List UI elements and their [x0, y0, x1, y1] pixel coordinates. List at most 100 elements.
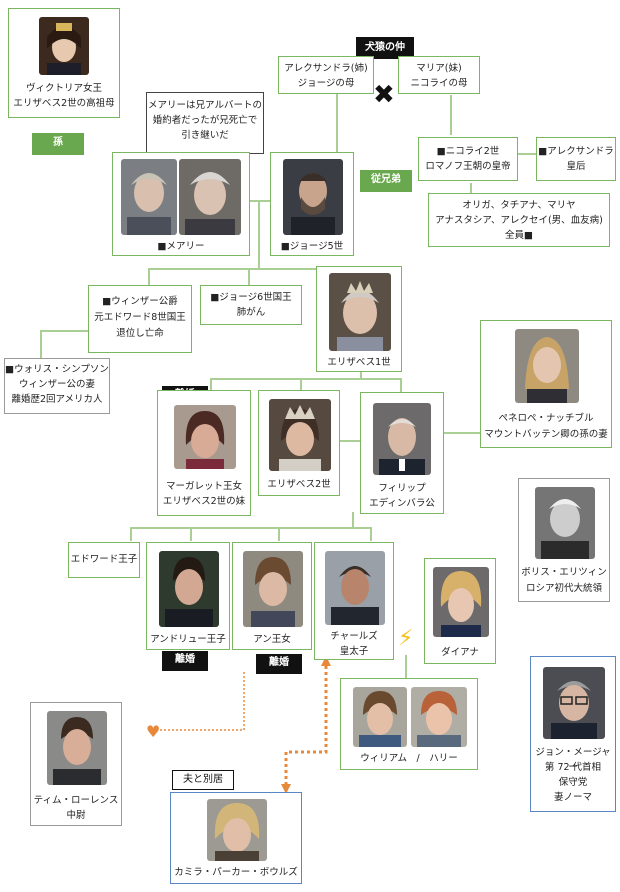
harry-photo — [411, 687, 467, 747]
nicholas2-title: ロマノフ王朝の皇帝 — [425, 161, 511, 172]
william-harry-box: ウィリアム / ハリー — [340, 678, 478, 770]
elizabeth1-photo — [329, 273, 391, 351]
nicholas2-name: ■ニコライ2世 — [436, 146, 500, 157]
connector — [278, 527, 280, 541]
alexandra-sister-box: アレクサンドラ(姉) ジョージの母 — [278, 56, 374, 94]
maria-sister-name: マリア(妹) — [416, 63, 462, 74]
major-photo — [543, 667, 605, 739]
penelope-relation: マウントバッテン卿の孫の妻 — [484, 429, 608, 440]
mary-note-line2: 婚約者だったが兄死亡で — [152, 115, 258, 126]
charles-box: チャールズ 皇太子 — [314, 542, 394, 660]
margaret-box: マーガレット王女 エリザベス2世の妹 — [157, 390, 251, 516]
maria-sister-relation: ニコライの母 — [410, 78, 468, 89]
alexandra-sister-name: アレクサンドラ(姉) — [284, 63, 368, 74]
yeltsin-photo — [535, 487, 595, 559]
alexandra-empress-box: ■アレクサンドラ 皇后 — [536, 137, 616, 181]
philip-photo — [373, 403, 431, 475]
andrew-photo — [159, 551, 219, 627]
mary-young-photo — [121, 159, 177, 235]
tim-photo — [47, 711, 107, 785]
connector — [40, 330, 42, 358]
lightning-icon: ⚡ — [398, 626, 414, 651]
penelope-box: ペネロペ・ナッチブル マウントバッテン卿の孫の妻 — [480, 320, 612, 448]
elizabeth1-box: エリザベス1世 — [316, 266, 402, 372]
romanov-children-line2: アナスタシア、アレクセイ(男、血友病) — [435, 215, 603, 226]
windsor-former-title: 元エドワード8世国王 — [94, 312, 186, 323]
connector — [336, 92, 338, 152]
george5-photo — [283, 159, 343, 235]
camilla-name: カミラ・パーカー・ボウルズ — [174, 867, 298, 878]
elizabeth2-box: エリザベス2世 — [258, 390, 340, 496]
camilla-box: カミラ・パーカー・ボウルズ — [170, 792, 302, 884]
separated-tag: 夫と別居 — [172, 770, 234, 790]
william-harry-names: ウィリアム / ハリー — [360, 753, 458, 764]
connector — [352, 512, 354, 528]
windsor-note: 退位し亡命 — [116, 328, 164, 339]
grandchild-tag: 孫 — [32, 133, 84, 155]
alexandra-empress-name: ■アレクサンドラ — [538, 146, 614, 157]
philip-title: エディンバラ公 — [369, 498, 435, 509]
connector — [40, 330, 88, 332]
victoria-portrait — [39, 17, 89, 75]
alexandra-empress-title: 皇后 — [566, 161, 586, 172]
edward-box: エドワード王子 — [68, 542, 140, 578]
windsor-name: ■ウィンザー公爵 — [102, 296, 178, 307]
nicholas2-box: ■ニコライ2世 ロマノフ王朝の皇帝 — [418, 137, 518, 181]
george6-note: 肺がん — [236, 307, 266, 318]
elizabeth1-name: エリザベス1世 — [327, 357, 391, 368]
feud-tag: 犬猿の仲 — [356, 37, 414, 59]
andrew-divorce-tag: 離婚 — [162, 651, 208, 671]
yeltsin-box: ボリス・エリツィン ロシア初代大統領 — [518, 478, 610, 602]
alexandra-sister-relation: ジョージの母 — [297, 78, 355, 89]
yeltsin-title: ロシア初代大統領 — [525, 583, 602, 594]
mary-old-photo — [179, 159, 241, 235]
mary-note-box: メアリーは兄アルバートの 婚約者だったが兄死亡で 引き継いだ — [146, 92, 264, 154]
yeltsin-name: ボリス・エリツィン — [521, 567, 607, 578]
elizabeth2-name: エリザベス2世 — [267, 479, 331, 490]
tim-box: ティム・ローレンス 中尉 — [30, 702, 122, 826]
charles-photo — [325, 551, 385, 625]
george6-name: ■ジョージ6世国王 — [210, 292, 292, 303]
elizabeth2-photo — [269, 399, 331, 471]
romanov-children-line3: 全員■ — [505, 230, 533, 241]
george6-box: ■ジョージ6世国王 肺がん — [200, 285, 302, 325]
major-party: 保守党 — [558, 777, 588, 788]
connector — [300, 378, 302, 390]
wallis-note: 離婚歴2回アメリカ人 — [11, 394, 103, 405]
windsor-box: ■ウィンザー公爵 元エドワード8世国王 退位し亡命 — [88, 285, 192, 353]
conflict-x-icon: ✖ — [373, 80, 395, 110]
connector — [248, 200, 272, 202]
anne-box: アン王女 — [232, 542, 312, 650]
wallis-name: ■ウォリス・シンプソン — [5, 364, 109, 375]
wallis-relation: ウィンザー公の妻 — [18, 379, 95, 390]
camilla-photo — [207, 799, 267, 861]
major-box: ジョン・メージャー 第 72 代首相 保守党 妻ノーマ — [530, 656, 616, 812]
anne-name: アン王女 — [253, 634, 291, 645]
connector — [450, 95, 452, 135]
margaret-photo — [174, 405, 236, 469]
connector — [340, 440, 362, 442]
wallis-box: ■ウォリス・シンプソン ウィンザー公の妻 離婚歴2回アメリカ人 — [4, 358, 110, 414]
william-photo — [353, 687, 407, 747]
tim-rank: 中尉 — [66, 810, 86, 821]
cousin-tag: 従兄弟 — [360, 170, 412, 192]
margaret-relation: エリザベス2世の妹 — [162, 496, 246, 507]
connector — [258, 200, 260, 268]
penelope-name: ペネロペ・ナッチブル — [498, 413, 594, 424]
connector — [190, 527, 192, 541]
major-name: ジョン・メージャー — [535, 747, 611, 773]
connector — [148, 268, 368, 270]
heart-icon: ♥ — [146, 722, 161, 741]
mary-note-line3: 引き継いだ — [181, 130, 229, 141]
connector — [444, 432, 480, 434]
connector — [360, 370, 362, 380]
margaret-name: マーガレット王女 — [165, 481, 242, 492]
victoria-name: ヴィクトリア女王 — [25, 83, 102, 94]
diana-name: ダイアナ — [441, 647, 479, 658]
anne-divorce-tag: 離婚 — [256, 654, 302, 674]
charles-name: チャールズ — [330, 631, 378, 642]
connector — [248, 268, 250, 288]
maria-sister-box: マリア(妹) ニコライの母 — [398, 56, 480, 94]
connector — [148, 268, 150, 286]
